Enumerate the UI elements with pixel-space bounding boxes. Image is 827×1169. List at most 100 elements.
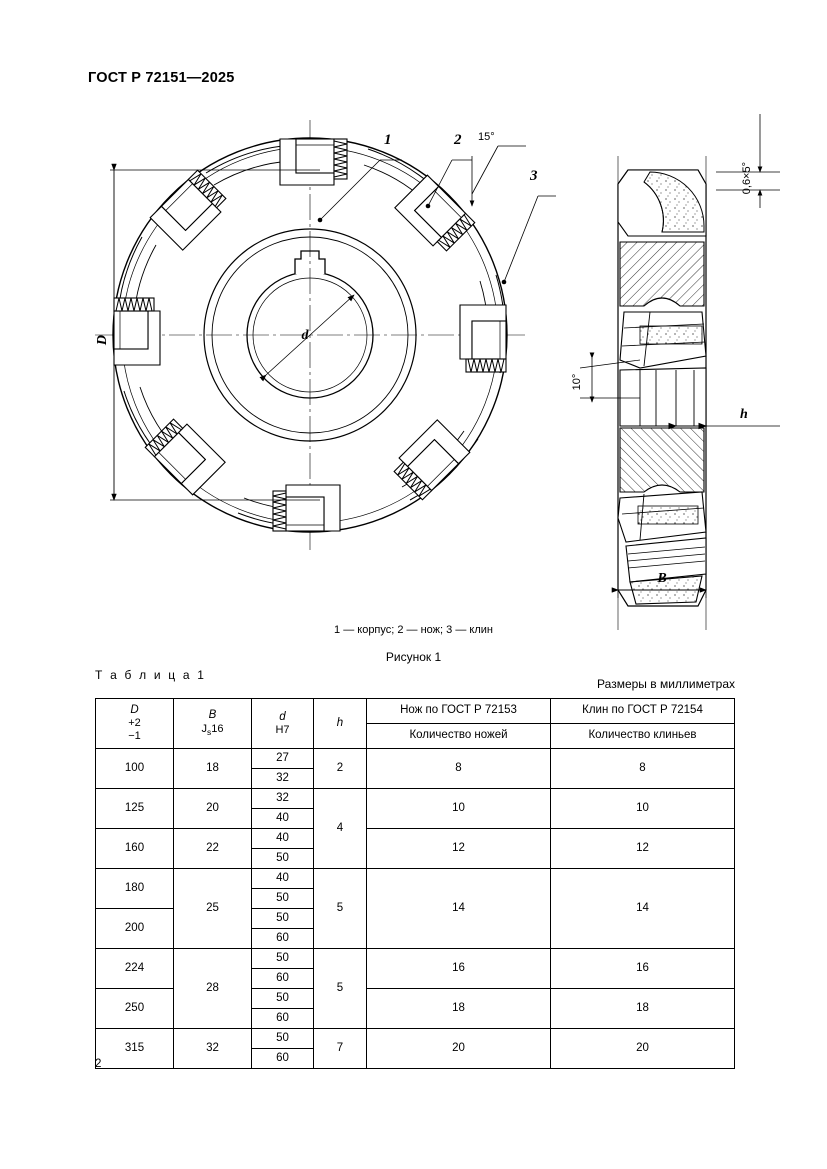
header-d-symbol: d [279, 710, 286, 723]
cell-height: 7 [313, 1028, 367, 1069]
header-h-symbol: h [336, 716, 344, 729]
cell-height: 2 [313, 748, 367, 789]
cell-outer-diameter: 180 [95, 868, 174, 909]
table-row: 60 [96, 1048, 735, 1069]
table-row: 60 [96, 928, 735, 949]
table-row: 60 [96, 968, 735, 989]
cell-outer-diameter: 100 [95, 748, 174, 789]
cell-wedge-count: 14 [550, 868, 735, 949]
cell-bore-diameter: 50 [251, 1028, 314, 1049]
header-B-tol-prefix: J [201, 722, 208, 735]
cell-width: 18 [173, 748, 252, 789]
header-wedge-count: Количество клиньев [550, 723, 735, 749]
svg-text:1: 1 [384, 132, 392, 148]
cell-knife-count: 10 [366, 788, 551, 829]
cell-bore-diameter: 27 [251, 748, 314, 769]
svg-text:B: B [656, 571, 666, 586]
svg-text:10°: 10° [571, 374, 583, 391]
table-title: Т а б л и ц а 1 [95, 668, 207, 682]
cell-knife-count: 18 [366, 988, 551, 1029]
cell-bore-diameter: 50 [251, 908, 314, 929]
page-number: 2 [95, 1058, 102, 1070]
header-B-symbol: B [208, 709, 217, 722]
header-B-tolerance: Js16 [174, 723, 251, 738]
svg-text:15°: 15° [478, 131, 495, 143]
cell-outer-diameter: 200 [95, 908, 174, 949]
figure-legend-text: 1 — корпус; 2 — нож; 3 — клин [334, 624, 493, 636]
cell-wedge-count: 12 [550, 828, 735, 869]
header-D-tol-minus: −1 [128, 730, 141, 743]
cell-height: 5 [313, 868, 367, 949]
header-d-fit: H7 [275, 723, 290, 736]
cell-wedge-count: 8 [550, 748, 735, 789]
cell-bore-diameter: 32 [251, 788, 314, 809]
figure-legend: 1 — корпус; 2 — нож; 3 — клин [0, 624, 827, 636]
units-note: Размеры в миллиметрах [597, 677, 735, 691]
cell-bore-diameter: 60 [251, 968, 314, 989]
cell-width: 25 [173, 868, 252, 949]
header-D-symbol: D [130, 704, 139, 717]
header-wedge-group: Клин по ГОСТ Р 72154 [550, 698, 735, 724]
cell-knife-count: 16 [366, 948, 551, 989]
header-bore-diameter: d H7 [251, 698, 314, 749]
header-B-tol-subscript: s [207, 726, 212, 737]
table-subheader-row: Количество ножей Количество клиньев [96, 723, 735, 749]
cell-bore-diameter: 50 [251, 848, 314, 869]
cell-bore-diameter: 60 [251, 1048, 314, 1069]
header-D-tol-plus: +2 [128, 717, 141, 730]
cell-bore-diameter: 40 [251, 808, 314, 829]
cell-height: 4 [313, 788, 367, 869]
cell-wedge-count: 18 [550, 988, 735, 1029]
cell-bore-diameter: 40 [251, 868, 314, 889]
header-outer-diameter: D +2 −1 [95, 698, 174, 749]
cell-outer-diameter: 160 [95, 828, 174, 869]
cell-wedge-count: 10 [550, 788, 735, 829]
cell-bore-diameter: 60 [251, 1008, 314, 1029]
cell-width: 32 [173, 1028, 252, 1069]
header-width: B Js16 [173, 698, 252, 749]
svg-text:D: D [95, 335, 110, 346]
header-knife-count: Количество ножей [366, 723, 551, 749]
cell-bore-diameter: 60 [251, 928, 314, 949]
cell-width: 20 [173, 788, 252, 829]
table-row: 40 [96, 808, 735, 829]
cell-outer-diameter: 224 [95, 948, 174, 989]
cell-bore-diameter: 50 [251, 948, 314, 969]
cell-outer-diameter: 315 [95, 1028, 174, 1069]
cell-outer-diameter: 125 [95, 788, 174, 829]
specification-table: D +2 −1 B Js16 d H7 h Нож по ГОСТ Р 7215… [95, 698, 735, 1069]
cell-knife-count: 20 [366, 1028, 551, 1069]
cell-bore-diameter: 50 [251, 988, 314, 1009]
cell-knife-count: 8 [366, 748, 551, 789]
cell-width: 28 [173, 948, 252, 1029]
table-header-row: D +2 −1 B Js16 d H7 h Нож по ГОСТ Р 7215… [95, 698, 735, 749]
svg-text:d: d [302, 328, 310, 343]
svg-text:0,6×5°: 0,6×5° [741, 162, 753, 194]
header-height: h [313, 698, 367, 749]
cell-height: 5 [313, 948, 367, 1029]
cell-knife-count: 12 [366, 828, 551, 869]
svg-text:2: 2 [453, 132, 462, 148]
table-row: 200 50 [95, 908, 735, 949]
svg-text:3: 3 [529, 168, 538, 184]
cell-outer-diameter: 250 [95, 988, 174, 1029]
header-knife-group: Нож по ГОСТ Р 72153 [366, 698, 551, 724]
svg-text:h: h [740, 407, 748, 422]
cell-bore-diameter: 50 [251, 888, 314, 909]
cell-width: 22 [173, 828, 252, 869]
cell-bore-diameter: 32 [251, 768, 314, 789]
figure-caption: Рисунок 1 [385, 650, 442, 664]
cell-knife-count: 14 [366, 868, 551, 949]
cell-bore-diameter: 40 [251, 828, 314, 849]
cell-wedge-count: 20 [550, 1028, 735, 1069]
header-B-tol-grade: 16 [211, 722, 224, 735]
cell-wedge-count: 16 [550, 948, 735, 989]
